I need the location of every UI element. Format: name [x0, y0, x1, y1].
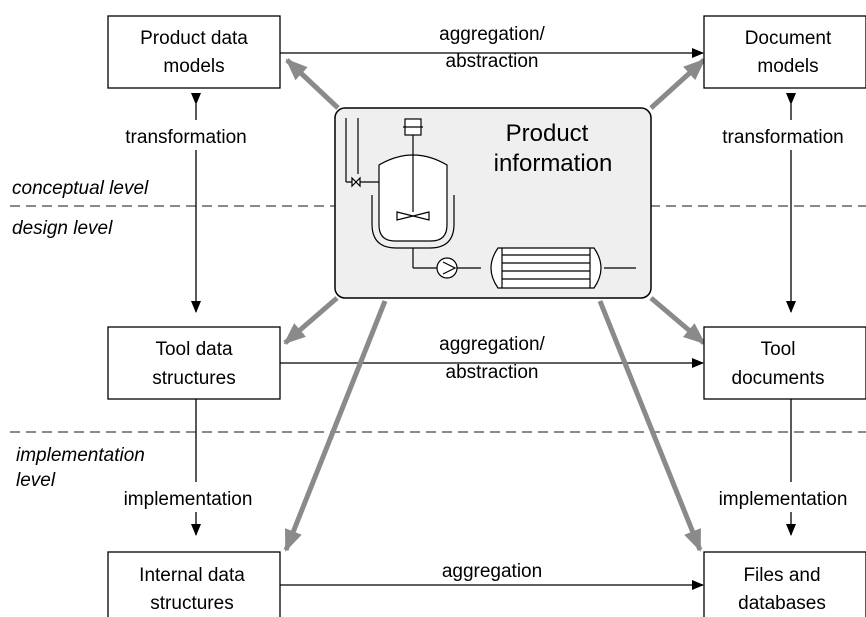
implementation-level-label-line2: level [16, 470, 56, 491]
bottom-aggregation-label: aggregation [442, 561, 542, 582]
box-files-and-databases-line2: databases [738, 593, 826, 614]
projection-arrows [283, 58, 706, 552]
box-product-data-models-line1: Product data [140, 28, 248, 49]
box-tool-documents-line1: Tool [761, 339, 796, 360]
arrow-to-document-models [649, 58, 706, 110]
box-document-models: Document models [703, 15, 866, 89]
box-document-models-line1: Document [745, 28, 832, 49]
box-files-and-databases: Files and databases [703, 551, 866, 617]
top-aggregation-label-line2: abstraction [446, 51, 539, 72]
box-product-data-models: Product data models [107, 15, 281, 89]
box-tool-data-structures-line1: Tool data [155, 339, 233, 360]
box-document-models-line2: models [757, 56, 818, 77]
arrow-to-files-and-databases [597, 300, 703, 552]
arrow-to-internal-data-structures [283, 300, 388, 552]
arrow-to-tool-data-structures [283, 296, 339, 345]
box-files-and-databases-line1: Files and [743, 565, 820, 586]
box-internal-data-structures-line1: Internal data [139, 565, 245, 586]
product-information-title-line1: Product [506, 120, 589, 147]
product-information-panel: Product information [334, 107, 652, 299]
middle-aggregation-label-line2: abstraction [446, 362, 539, 383]
top-aggregation-label-line1: aggregation/ [439, 24, 545, 45]
implementation-level-label-line1: implementation [16, 445, 145, 466]
box-tool-documents: Tool documents [703, 326, 866, 400]
box-internal-data-structures: Internal data structures [107, 551, 281, 617]
left-implementation-label: implementation [124, 489, 253, 510]
box-internal-data-structures-line2: structures [150, 593, 233, 614]
middle-aggregation-label-line1: aggregation/ [439, 334, 545, 355]
arrow-to-product-data-models [285, 58, 340, 110]
product-information-title-line2: information [494, 150, 613, 177]
left-transformation-label: transformation [125, 127, 246, 148]
design-level-label: design level [12, 218, 113, 239]
box-tool-documents-line2: documents [732, 368, 825, 389]
right-implementation-label: implementation [719, 489, 848, 510]
conceptual-level-label: conceptual level [12, 178, 149, 199]
right-transformation-label: transformation [722, 127, 843, 148]
arrow-to-tool-documents [649, 296, 706, 345]
chemical-process-flowsheet-icon [345, 118, 636, 289]
box-tool-data-structures-line2: structures [152, 368, 235, 389]
box-product-data-models-line2: models [163, 56, 224, 77]
box-tool-data-structures: Tool data structures [107, 326, 281, 400]
